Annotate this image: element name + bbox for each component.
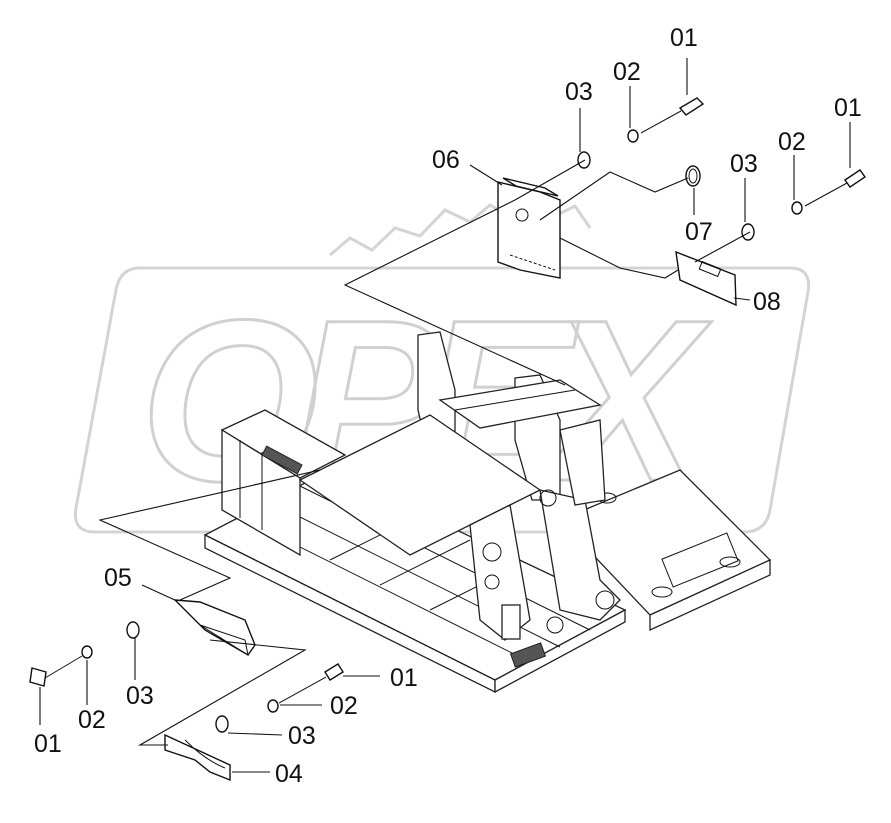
callout-02-top: 02: [613, 58, 641, 86]
flat-washer-03-top-right: [741, 223, 755, 241]
frame-pivot-hole: [484, 574, 500, 590]
callout-03-lower-left: 03: [126, 682, 154, 710]
callout-04: 04: [275, 760, 303, 788]
frame-pivot-hole: [546, 616, 564, 634]
flat-washer-03-lower-left: [126, 621, 140, 639]
lock-washer-02-top: [627, 129, 639, 143]
callout-05: 05: [104, 564, 132, 592]
bolt-01-lower-left: [29, 655, 83, 687]
callout-01-top-right: 01: [834, 94, 862, 122]
callout-leaders: [39, 58, 851, 773]
callout-02-lower-right: 02: [330, 692, 358, 720]
callout-labels: 01 02 03 01 02 03 06 07 08 05 01 02 03 0…: [34, 24, 862, 788]
frame-boom-mount-rear: [559, 419, 606, 506]
bolt-01-top-right: [804, 169, 866, 207]
frame-rear-hole: [651, 586, 673, 598]
watermark-badge-outline: [73, 266, 811, 534]
frame-rib: [379, 539, 471, 586]
frame-rear-hole: [719, 556, 741, 568]
bracket-04: [164, 733, 231, 782]
callout-08: 08: [753, 288, 781, 316]
callout-01-lower-right: 01: [390, 664, 418, 692]
callout-03-top: 03: [565, 78, 593, 106]
lock-washer-02-top-right: [791, 201, 803, 215]
assembly-lines: [98, 159, 751, 746]
callout-01-top: 01: [670, 24, 698, 52]
frame-left-side-wall: [221, 428, 301, 557]
bracket-05: [173, 599, 256, 657]
callout-06: 06: [432, 146, 460, 174]
gasket-plate-08: [675, 250, 737, 307]
frame-pivot-hole: [539, 489, 557, 507]
callout-01-lower-left: 01: [34, 730, 62, 758]
frame-left-bracket: [261, 445, 303, 475]
lock-washer-02-lower-right: [267, 699, 279, 713]
callout-07: 07: [685, 218, 713, 246]
frame-pivot-hole: [595, 590, 615, 610]
main-frame: [203, 331, 772, 694]
bolt-01-lower-right: [278, 663, 344, 704]
callout-02-top-right: 02: [778, 128, 806, 156]
frame-cab-crossbeam-edge: [454, 389, 576, 411]
frame-front-bracket: [501, 604, 521, 640]
flat-washer-03-lower-right: [215, 715, 229, 733]
frame-base-side-face: [494, 608, 626, 694]
cover-plate-06: [497, 177, 561, 279]
frame-step: [509, 642, 547, 668]
callout-03-lower-right: 03: [288, 722, 316, 750]
frame-pivot-hole: [482, 542, 502, 562]
o-ring-07: [685, 165, 701, 187]
frame-rear-pocket: [661, 532, 739, 588]
lock-washer-02-lower-left: [81, 645, 93, 659]
frame-rear-extension-face: [649, 558, 771, 632]
bolt-01-top: [640, 97, 705, 134]
callout-03-top-right: 03: [730, 150, 758, 178]
callout-02-lower-left: 02: [78, 706, 106, 734]
